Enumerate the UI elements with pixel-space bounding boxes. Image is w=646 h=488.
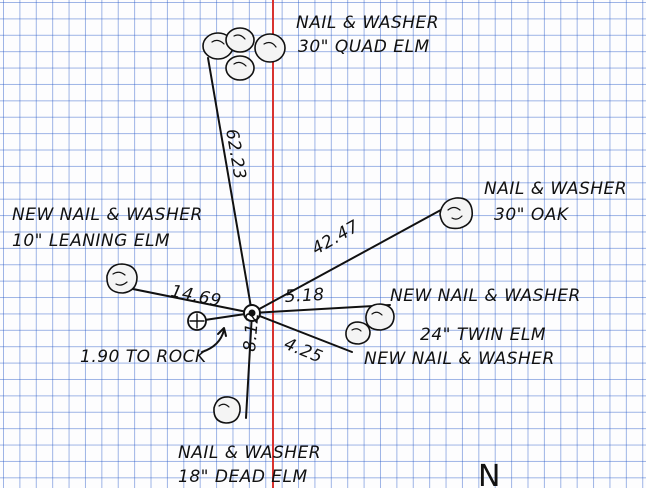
label-twin-elm: 24" TWIN ELM — [420, 325, 546, 345]
line-to-twin-elm-upper — [251, 304, 391, 314]
label-dead-elm-2: 18" DEAD ELM — [178, 467, 308, 487]
label-quad-elm-2: 30" QUAD ELM — [298, 37, 430, 57]
distance-quad-elm: 62.23 — [221, 127, 250, 181]
distance-twin-elm-upper: 5.18 — [284, 285, 325, 307]
distance-dead-elm: 8.12 — [240, 311, 263, 352]
label-leaning-elm-2: 10" LEANING ELM — [12, 231, 170, 251]
label-oak-2: 30" OAK — [494, 205, 570, 225]
line-to-dead-elm — [245, 312, 253, 419]
label-dead-elm-1: NAIL & WASHER — [178, 443, 321, 463]
line-to-oak — [251, 204, 451, 314]
label-twin-elm-new-2: NEW NAIL & WASHER — [364, 349, 555, 369]
line-to-twin-elm-lower — [251, 312, 353, 353]
rock-marker — [187, 311, 207, 331]
line-to-rock — [197, 312, 253, 322]
line-to-leaning-elm — [117, 285, 253, 314]
twin-elm-tree-icon — [345, 303, 395, 345]
survey-lines — [117, 57, 451, 419]
quad-elm-tree-icon — [202, 27, 286, 81]
distance-oak: 42.47 — [309, 216, 363, 259]
label-twin-elm-new-1: NEW NAIL & WASHER — [390, 286, 581, 306]
leaning-elm-tree-icon — [106, 263, 138, 294]
center-point — [243, 304, 261, 322]
line-to-quad-elm — [207, 57, 253, 314]
label-rock-note: 1.90 TO ROCK — [80, 347, 208, 367]
north-arrow-label: N — [478, 459, 501, 488]
distance-leaning-elm: 14.69 — [169, 281, 223, 311]
label-oak-1: NAIL & WASHER — [484, 179, 627, 199]
rock-note-arrow — [201, 329, 225, 353]
oak-tree-icon — [439, 197, 474, 230]
label-leaning-elm-1: NEW NAIL & WASHER — [12, 205, 203, 225]
red-margin-line — [272, 0, 274, 488]
dead-elm-tree-icon — [213, 396, 241, 424]
label-quad-elm-1: NAIL & WASHER — [296, 13, 439, 33]
